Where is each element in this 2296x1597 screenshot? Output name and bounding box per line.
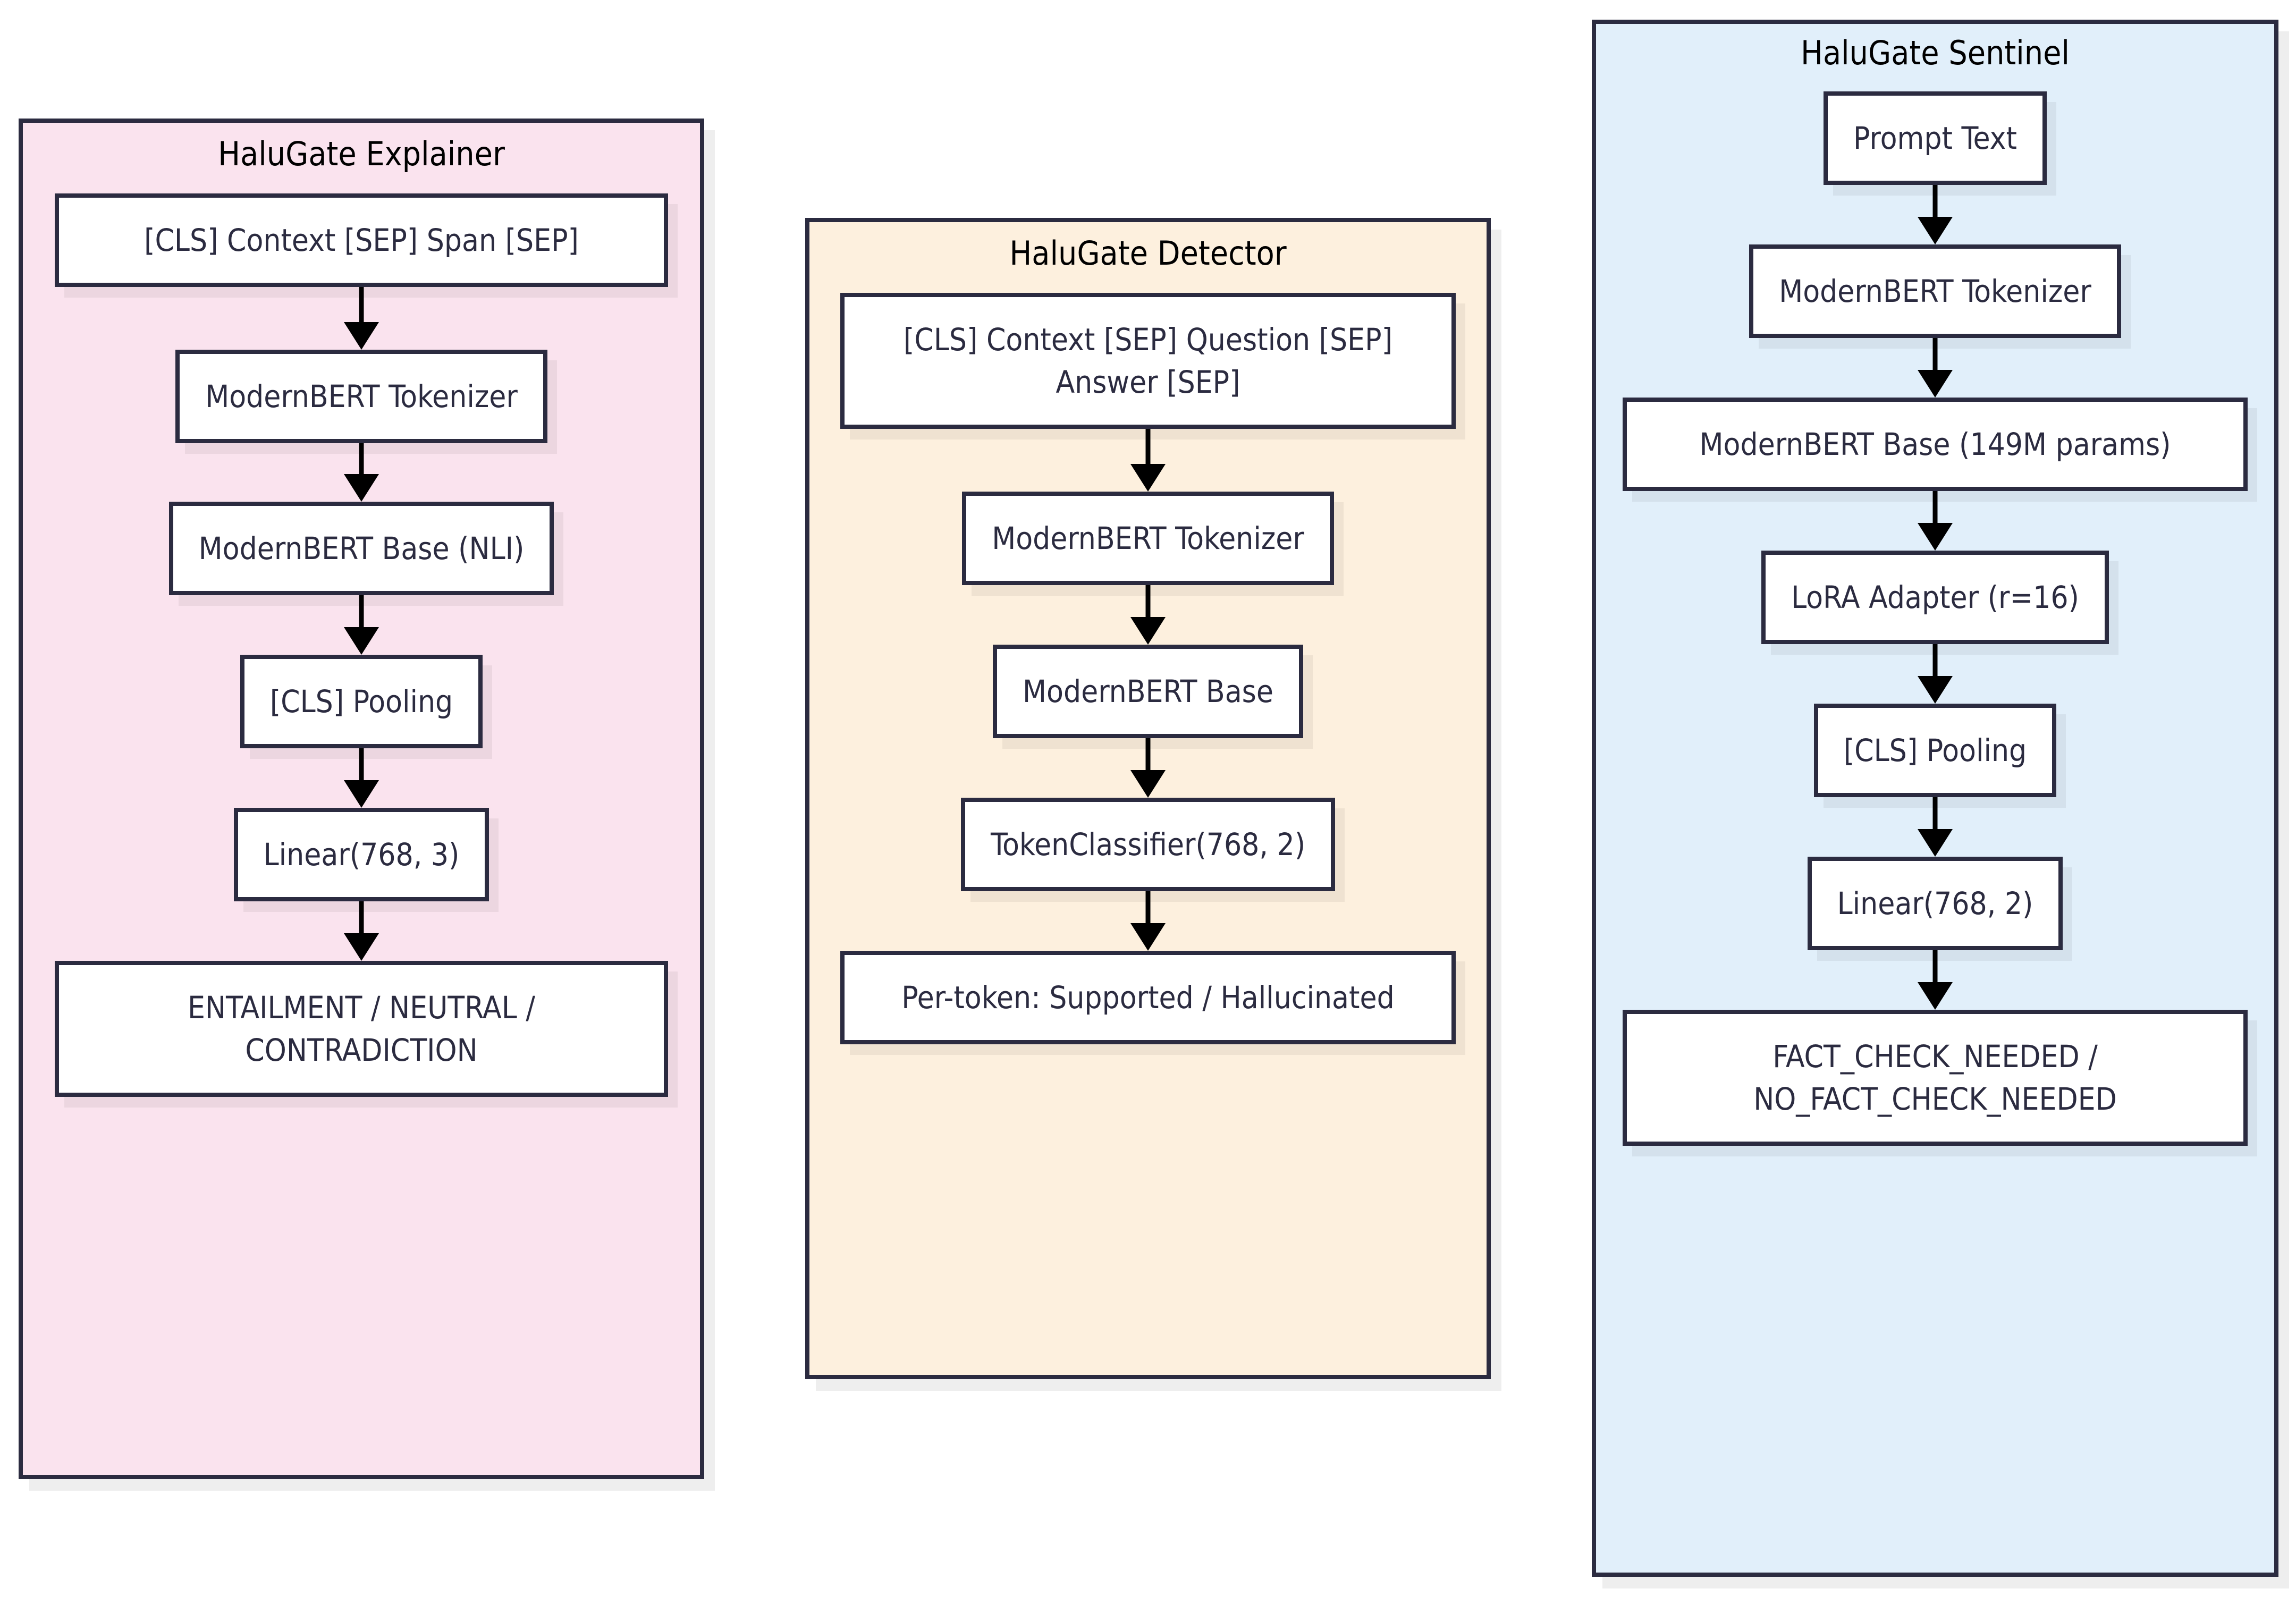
node-sen-lora[interactable]: LoRA Adapter (r=16) — [1761, 551, 2109, 645]
arrow-sen-3 — [1918, 491, 1953, 551]
arrow-sen-4 — [1918, 644, 1953, 704]
arrow-exp-2 — [344, 443, 379, 502]
arrow-sen-5 — [1918, 797, 1953, 857]
subgraph-title-detector: HaluGate Detector — [1009, 234, 1287, 273]
node-sen-output[interactable]: FACT_CHECK_NEEDED / NO_FACT_CHECK_NEEDED — [1623, 1010, 2248, 1146]
node-exp-output[interactable]: ENTAILMENT / NEUTRAL / CONTRADICTION — [55, 961, 668, 1097]
node-det-output[interactable]: Per-token: Supported / Hallucinated — [840, 951, 1456, 1045]
arrow-exp-3 — [344, 595, 379, 655]
node-det-tokenizer[interactable]: ModernBERT Tokenizer — [962, 492, 1334, 586]
arrow-det-3 — [1130, 738, 1166, 798]
node-exp-pooling[interactable]: [CLS] Pooling — [240, 655, 483, 749]
subgraph-sentinel: HaluGate Sentinel Prompt Text ModernBERT… — [1592, 20, 2278, 1577]
node-exp-tokenizer[interactable]: ModernBERT Tokenizer — [175, 350, 547, 444]
arrow-sen-1 — [1918, 185, 1953, 245]
node-exp-linear[interactable]: Linear(768, 3) — [233, 808, 489, 902]
pipeline-sentinel: Prompt Text ModernBERT Tokenizer ModernB… — [1623, 91, 2248, 1146]
pipeline-detector: [CLS] Context [SEP] Question [SEP] Answe… — [840, 293, 1456, 1045]
arrow-sen-2 — [1918, 338, 1953, 398]
pipeline-explainer: [CLS] Context [SEP] Span [SEP] ModernBER… — [55, 193, 668, 1097]
subgraph-explainer: HaluGate Explainer [CLS] Context [SEP] S… — [19, 119, 704, 1479]
subgraph-title-explainer: HaluGate Explainer — [218, 134, 505, 173]
node-sen-pooling[interactable]: [CLS] Pooling — [1813, 704, 2057, 798]
arrow-det-2 — [1130, 585, 1166, 645]
node-det-input[interactable]: [CLS] Context [SEP] Question [SEP] Answe… — [840, 293, 1456, 429]
arrow-exp-5 — [344, 901, 379, 961]
node-sen-tokenizer[interactable]: ModernBERT Tokenizer — [1749, 244, 2121, 339]
node-exp-base[interactable]: ModernBERT Base (NLI) — [168, 502, 554, 596]
node-exp-input[interactable]: [CLS] Context [SEP] Span [SEP] — [55, 193, 668, 288]
arrow-exp-1 — [344, 287, 379, 350]
arrow-det-4 — [1130, 891, 1166, 951]
arrow-sen-6 — [1918, 950, 1953, 1010]
node-det-base[interactable]: ModernBERT Base — [993, 645, 1303, 739]
subgraph-title-sentinel: HaluGate Sentinel — [1801, 33, 2070, 72]
arrow-exp-4 — [344, 748, 379, 808]
node-det-classifier[interactable]: TokenClassifier(768, 2) — [960, 798, 1336, 892]
subgraph-detector: HaluGate Detector [CLS] Context [SEP] Qu… — [805, 218, 1491, 1379]
node-sen-base[interactable]: ModernBERT Base (149M params) — [1623, 398, 2248, 492]
node-sen-linear[interactable]: Linear(768, 2) — [1807, 857, 2063, 951]
node-sen-prompt[interactable]: Prompt Text — [1824, 91, 2047, 185]
arrow-det-1 — [1130, 429, 1166, 492]
